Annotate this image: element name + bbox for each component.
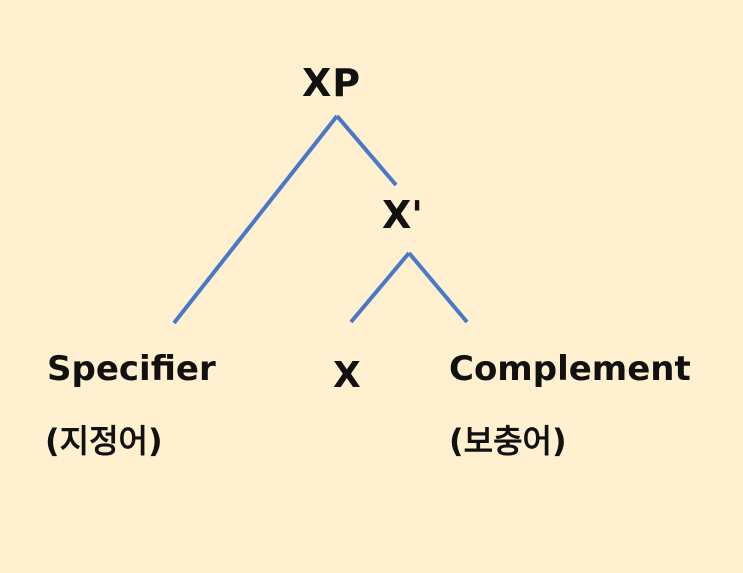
edge-xp-to-specifier (172, 114, 339, 325)
edge-xbar-to-complement (407, 251, 469, 324)
node-complement-korean: (보충어) (449, 422, 567, 460)
node-specifier: Specifier (47, 349, 216, 389)
node-x-bar: X' (382, 193, 423, 237)
node-head-x: X (333, 355, 361, 396)
node-specifier-korean: (지정어) (45, 422, 163, 460)
node-complement: Complement (449, 349, 691, 389)
node-xp: XP (302, 61, 362, 105)
edge-xbar-to-head (349, 251, 411, 324)
edge-xp-to-xbar (335, 114, 398, 187)
